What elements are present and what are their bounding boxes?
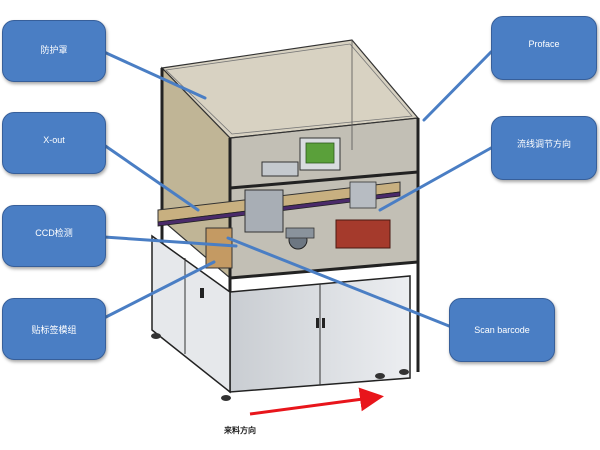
leader-ccd	[102, 235, 238, 248]
callout-proface: Proface	[491, 16, 597, 80]
callout-x-out: X-out	[2, 112, 106, 174]
adjustment-block	[335, 181, 391, 249]
callout-scan-barcode-text: Scan barcode	[474, 325, 530, 335]
callout-flow-direction-text: 流线调节方向	[516, 139, 571, 149]
callout-flow-direction: 流线调节方向	[491, 116, 597, 180]
leader-scan-barcode	[226, 236, 451, 328]
callout-proface-text: Proface	[528, 39, 560, 49]
leader-guard	[102, 50, 207, 100]
callout-protective-cover-text: 防护罩	[40, 45, 68, 55]
callout-ccd-inspection: CCD检测	[2, 205, 106, 267]
feed-direction-label: 来料方向	[224, 426, 256, 435]
leader-flow-direction	[378, 146, 493, 212]
lower-cabinet	[151, 234, 411, 394]
ccd-camera-unit	[244, 161, 299, 233]
callout-protective-cover: 防护罩	[2, 20, 106, 82]
callout-x-out-text: X-out	[43, 135, 65, 145]
leader-label-module	[102, 260, 216, 320]
barcode-scanner	[285, 227, 315, 250]
label-module-block	[205, 227, 233, 269]
feed-direction-arrow	[249, 387, 384, 416]
callout-ccd-inspection-text: CCD检测	[35, 228, 73, 238]
callout-scan-barcode: Scan barcode	[449, 298, 555, 362]
machine-feet	[151, 333, 409, 401]
callout-label-module-text: 贴标签模组	[31, 325, 77, 335]
proface-hmi-screen	[299, 137, 341, 171]
leader-xout	[102, 143, 200, 212]
callout-label-module: 贴标签模组	[2, 298, 106, 360]
leader-proface	[422, 50, 493, 122]
